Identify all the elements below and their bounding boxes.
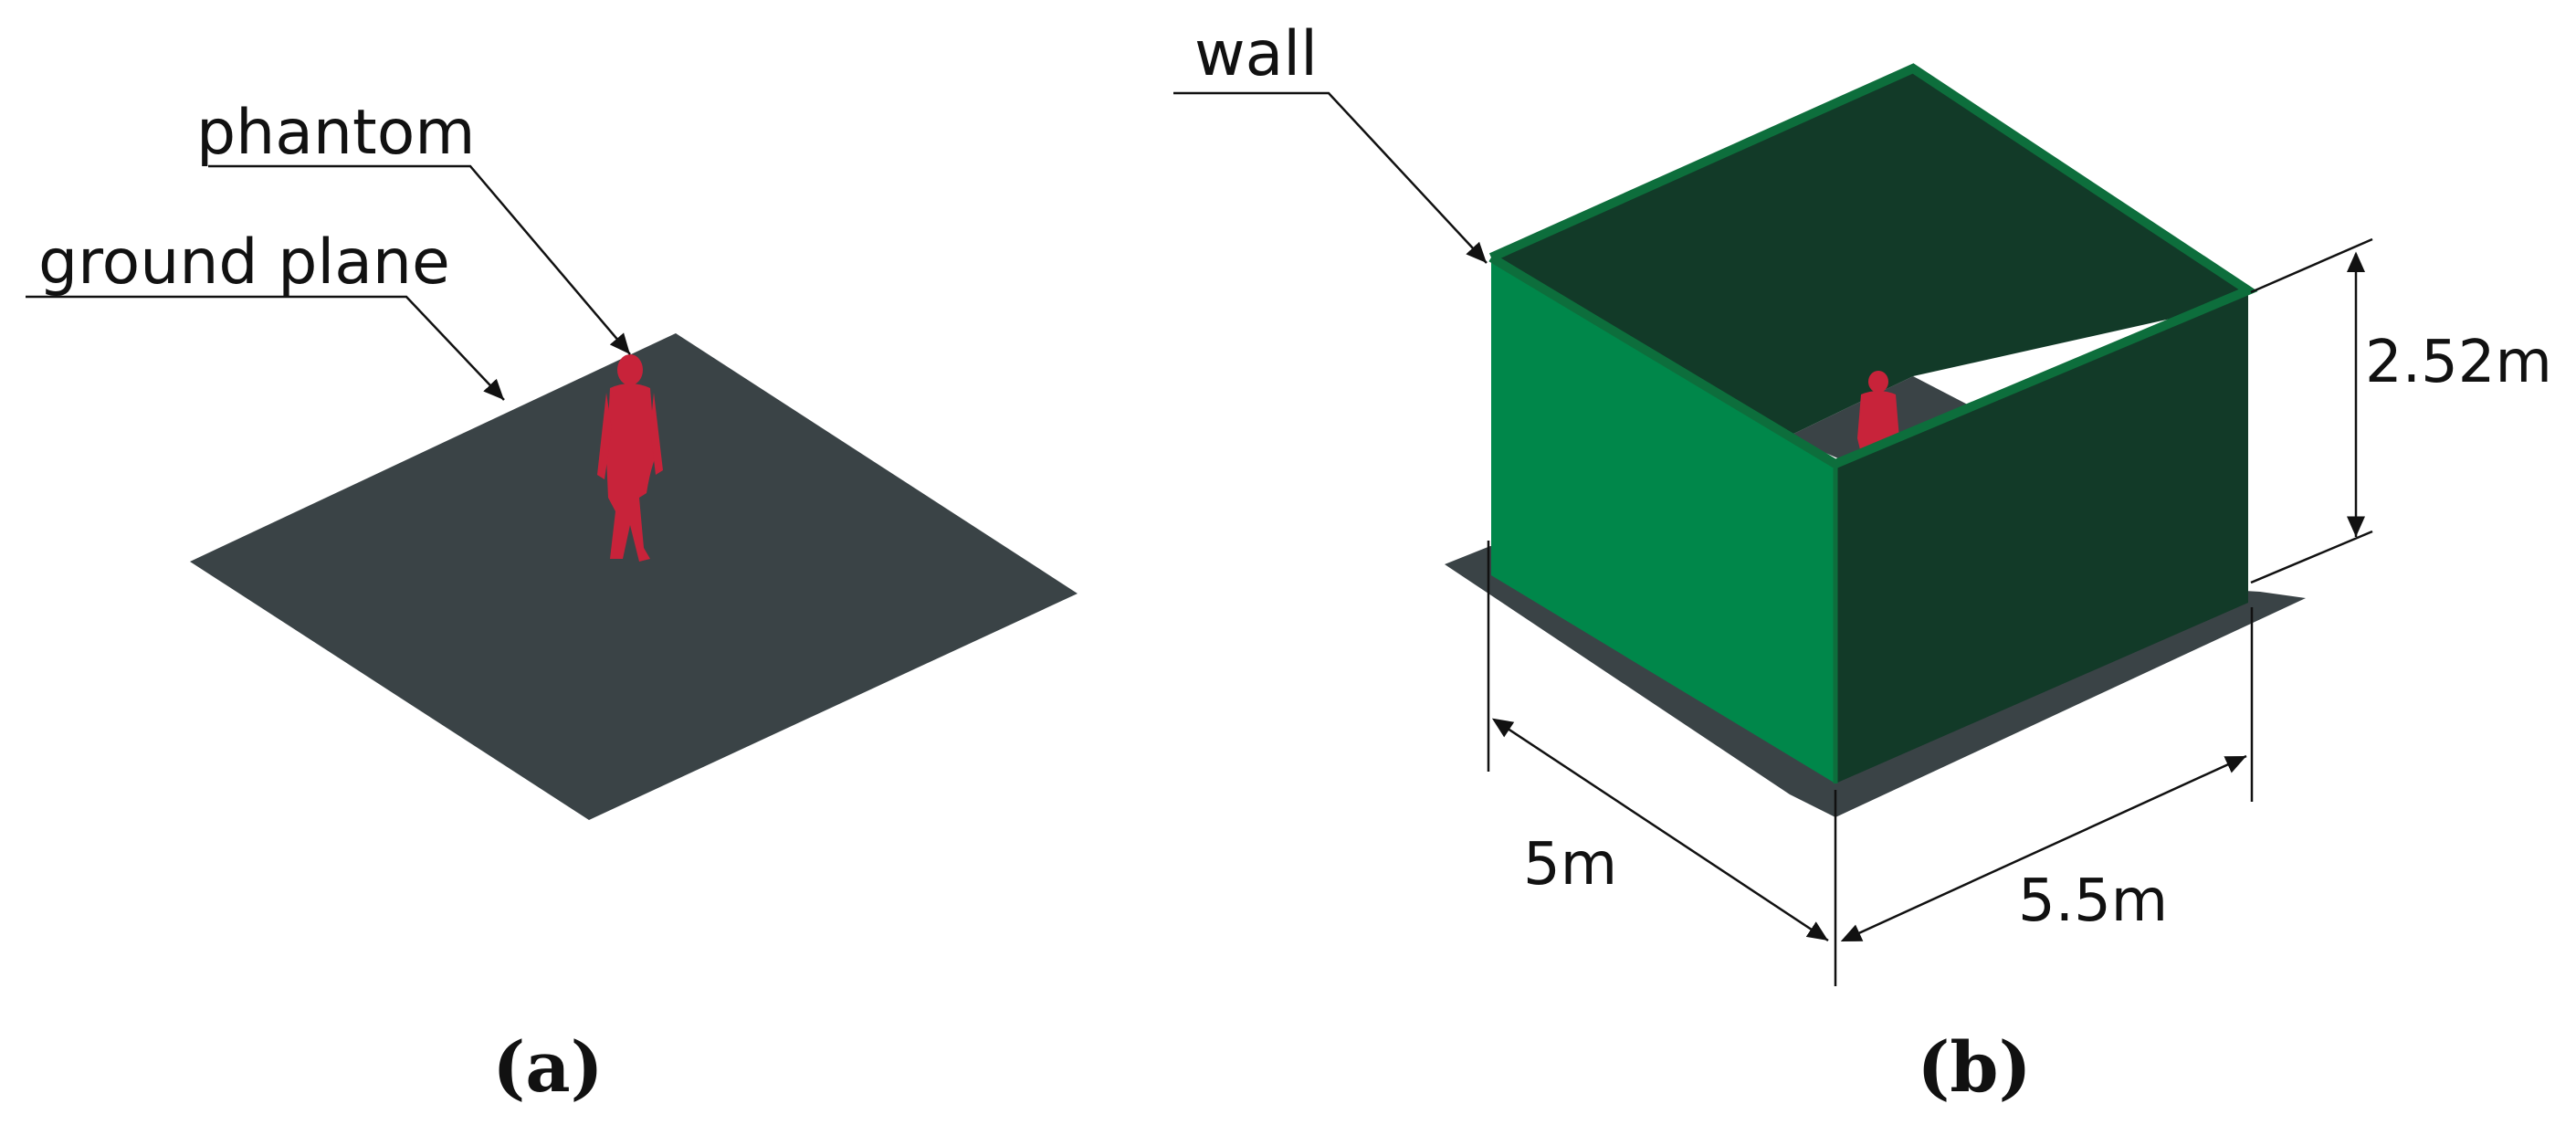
phantom-figure-a (597, 354, 663, 562)
depth-dimension-line (1491, 718, 1829, 942)
width-label: 5.5m (2018, 867, 2168, 935)
width-dimension-line (1840, 754, 2247, 942)
height-ext-bottom (2250, 530, 2373, 584)
phantom-leader (208, 164, 631, 355)
ground-plane-a (190, 333, 1078, 820)
wall-label: wall (1194, 18, 1318, 90)
panel-b: wall 2.52m 5m 5.5m (b) (1173, 18, 2552, 1108)
phantom-label: phantom (196, 97, 476, 169)
panel-a: phantom ground plane (a) (26, 97, 1078, 1108)
ground-plane-label: ground plane (38, 226, 450, 299)
front-right-wall (1835, 290, 2248, 783)
ground-plane-leader (26, 295, 505, 401)
height-label: 2.52m (2365, 329, 2552, 396)
wall-leader (1173, 91, 1488, 264)
front-left-wall (1491, 258, 1835, 783)
caption-b: (b) (1917, 1026, 2031, 1108)
caption-a: (a) (492, 1026, 603, 1108)
wall-top-rim (1488, 63, 2258, 469)
depth-label: 5m (1523, 831, 1617, 899)
back-right-wall (1913, 68, 2248, 376)
height-ext-top (2250, 237, 2373, 294)
